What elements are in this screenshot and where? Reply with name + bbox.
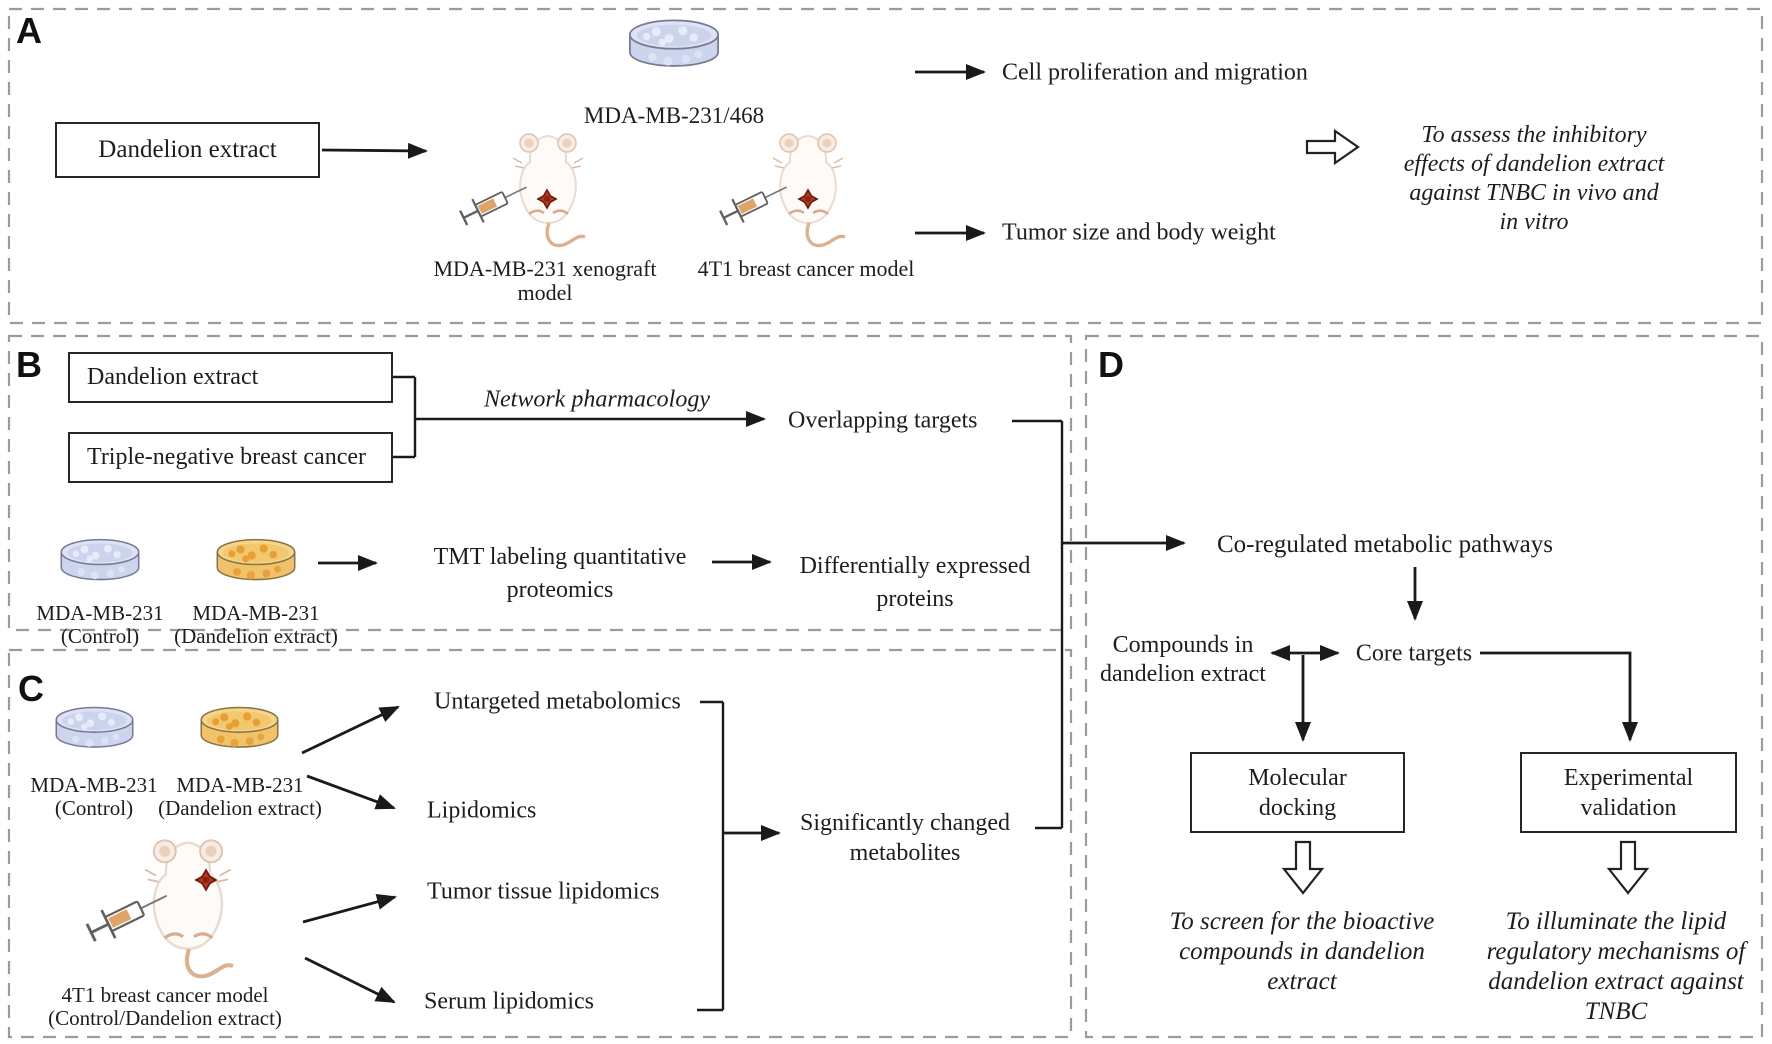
mouse-icon <box>771 132 847 248</box>
mouse-icon <box>511 132 587 248</box>
tnbc-input-box-label: Triple-negative breast cancer <box>87 444 366 470</box>
network-pharmacology-label: Network pharmacology <box>484 386 710 413</box>
hollow-arrow-icon <box>1305 128 1360 166</box>
panel-b-label: B <box>16 344 42 385</box>
panel-a-label: A <box>16 10 42 51</box>
treated-dish-label: MDA-MB-231 (Dandelion extract) <box>174 601 338 648</box>
docking-aim-text: To screen for the bioactive compounds in… <box>1169 908 1435 995</box>
petri-dish-icon <box>216 538 296 581</box>
panel-c-label: C <box>18 668 44 709</box>
arrow-extract-to-models <box>321 142 428 159</box>
compounds-label: Compounds in dandelion extract <box>1100 632 1266 687</box>
cell-line-label: MDA-MB-231/468 <box>583 103 765 128</box>
panel-b-border <box>7 334 1073 632</box>
arrow-to-untargeted-metabolomics <box>301 705 400 755</box>
petri-dish-icon <box>629 19 719 67</box>
treated-dish-label: MDA-MB-231 (Dandelion extract) <box>158 773 322 820</box>
extract-input-box-label: Dandelion extract <box>87 364 259 390</box>
xenograft-model-label: MDA-MB-231 xenograft model <box>433 256 657 305</box>
petri-dish-icon <box>60 538 140 581</box>
molecular-docking-box: Molecular docking <box>1190 752 1405 833</box>
core-targets-label: Core targets <box>1355 640 1473 667</box>
petri-dish-icon <box>55 706 134 748</box>
panel-c-border <box>7 648 1073 1039</box>
overlapping-targets-label: Overlapping targets <box>788 407 978 434</box>
tumor-tissue-lipidomics-label: Tumor tissue lipidomics <box>427 878 660 905</box>
molecular-docking-box-label: Molecular docking <box>1248 764 1347 821</box>
validation-aim-text: To illuminate the lipid regulatory mecha… <box>1486 908 1746 1025</box>
mouse-icon <box>145 840 233 976</box>
untargeted-metabolomics-label: Untargeted metabolomics <box>434 688 681 715</box>
dandelion-extract-box-label: Dandelion extract <box>98 136 277 163</box>
serum-lipidomics-label: Serum lipidomics <box>424 988 594 1015</box>
4t1-model-label: 4T1 breast cancer model (Control/Dandeli… <box>48 983 282 1030</box>
dep-label: Differentially expressed proteins <box>799 553 1031 612</box>
proteomics-label: TMT labeling quantitative proteomics <box>433 544 687 603</box>
experimental-validation-box: Experimental validation <box>1520 752 1737 833</box>
experimental-validation-box-label: Experimental validation <box>1563 764 1694 821</box>
extract-input-box: Dandelion extract <box>68 352 393 403</box>
arrow-to-lipidomics <box>306 774 396 810</box>
lipidomics-label: Lipidomics <box>427 797 537 824</box>
arrow-to-serum-lipidomics <box>304 956 396 1004</box>
arrow-to-tumor-tissue-lipidomics <box>302 894 397 924</box>
4t1-model-label: 4T1 breast cancer model <box>697 256 915 281</box>
dandelion-extract-box: Dandelion extract <box>55 122 320 178</box>
coregulated-pathways-label: Co-regulated metabolic pathways <box>1217 531 1553 558</box>
panel-d-label: D <box>1098 344 1124 385</box>
outcome-cell-proliferation: Cell proliferation and migration <box>1002 59 1308 86</box>
petri-dish-icon <box>200 706 279 748</box>
control-dish-label: MDA-MB-231 (Control) <box>36 601 164 648</box>
hollow-arrow-icon <box>1606 840 1650 895</box>
arrow-to-experimental-validation <box>1480 651 1638 742</box>
panel-a-aim-text: To assess the inhibitory effects of dand… <box>1403 122 1665 235</box>
panel-d-border <box>1084 334 1764 1039</box>
tnbc-input-box: Triple-negative breast cancer <box>68 432 393 483</box>
significant-metabolites-label: Significantly changed metabolites <box>800 810 1010 866</box>
hollow-arrow-icon <box>1281 840 1325 895</box>
outcome-tumor-size: Tumor size and body weight <box>1002 219 1276 246</box>
control-dish-label: MDA-MB-231 (Control) <box>30 773 158 820</box>
